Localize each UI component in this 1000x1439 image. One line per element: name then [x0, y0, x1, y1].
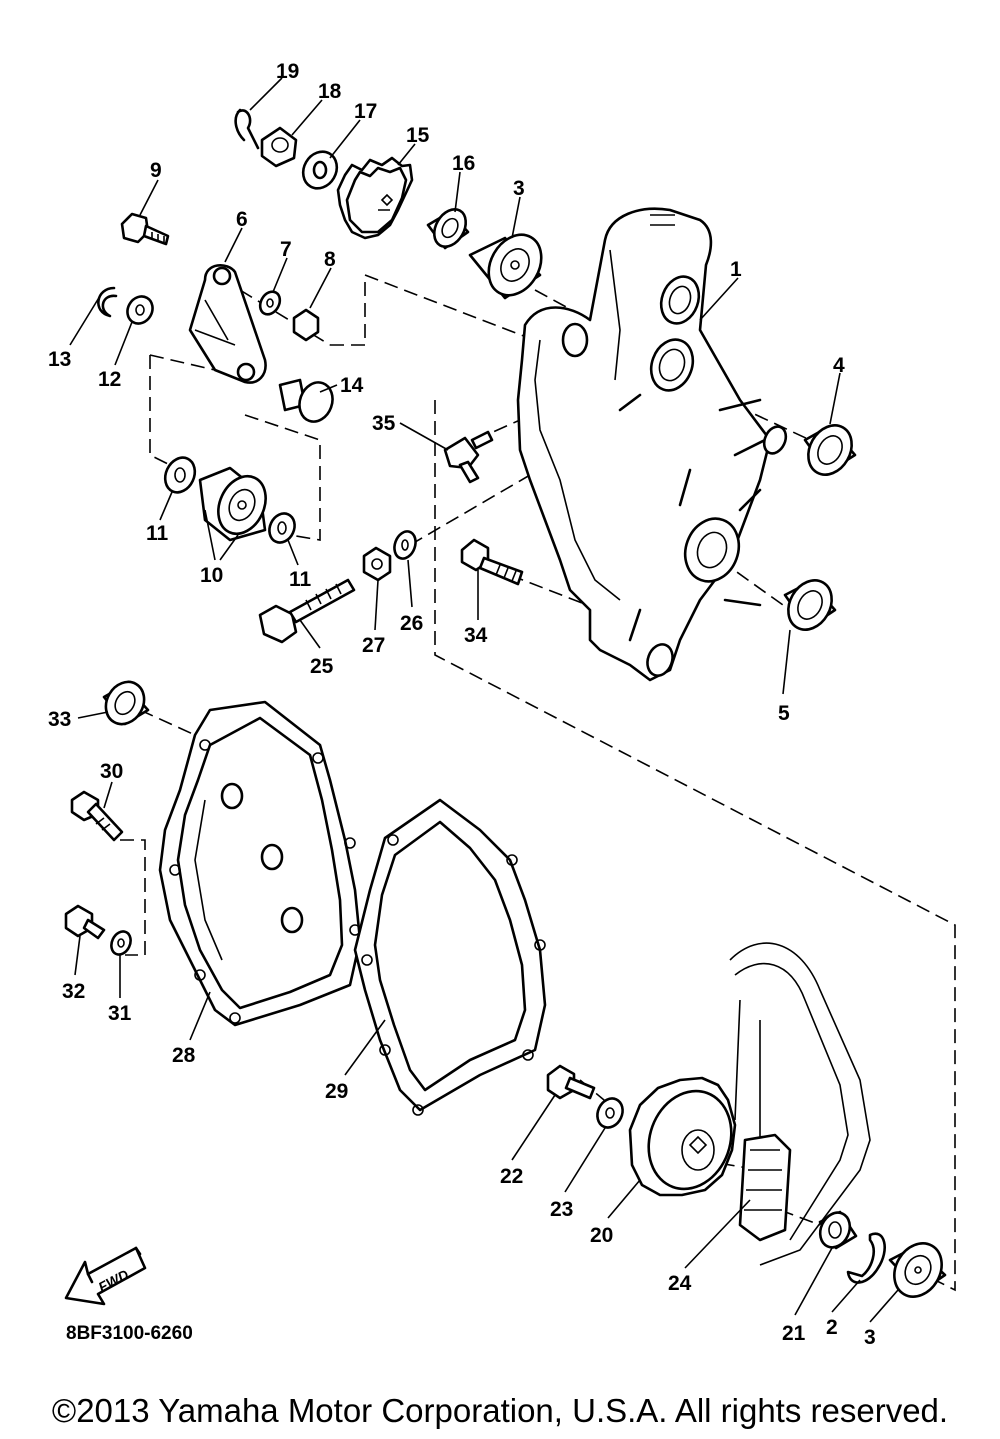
washer: [596, 1097, 624, 1129]
callout-2: 2: [826, 1316, 838, 1339]
flange-bolt: [546, 1064, 596, 1100]
flange-bolt: [120, 212, 170, 246]
washer: [126, 295, 154, 325]
callout-26: 26: [400, 612, 423, 635]
circlip: [846, 1232, 886, 1284]
callout-22: 22: [500, 1165, 523, 1188]
callout-27: 27: [362, 634, 385, 657]
callout-3-top: 3: [513, 177, 525, 200]
callout-8: 8: [324, 248, 336, 271]
washer: [110, 930, 132, 956]
callout-30: 30: [100, 760, 123, 783]
oil-seal: [803, 424, 857, 476]
chain-case-cover: [158, 700, 362, 1027]
flange-bolt: [460, 538, 524, 586]
bearing: [888, 1242, 947, 1298]
pivot-pin: [278, 378, 334, 423]
drive-chain: [729, 942, 871, 1266]
flange-bolt: [70, 790, 124, 842]
callout-10: 10: [200, 564, 223, 587]
washer: [268, 512, 296, 544]
callout-21: 21: [782, 1322, 806, 1345]
washer: [393, 530, 417, 560]
diagram-code: 8BF3100-6260: [66, 1323, 193, 1344]
callout-14: 14: [340, 374, 364, 397]
oil-seal: [783, 579, 837, 631]
tensioner-bracket: [188, 264, 267, 384]
tensioner-roller: [198, 466, 267, 542]
callout-28: 28: [172, 1044, 196, 1067]
circlip: [97, 286, 118, 318]
chain-link-segment: [738, 1133, 792, 1242]
callout-29: 29: [325, 1080, 348, 1103]
washer: [301, 150, 339, 190]
callout-23: 23: [550, 1198, 573, 1221]
callout-3-bottom: 3: [864, 1326, 876, 1349]
callout-16: 16: [452, 152, 475, 175]
grease-nipple: [443, 430, 494, 484]
callout-31: 31: [108, 1002, 132, 1025]
collar: [818, 1210, 858, 1250]
callout-35: 35: [372, 412, 396, 435]
callout-19: 19: [276, 60, 299, 83]
cotter-pin: [234, 108, 260, 150]
chain-case-housing: [516, 207, 788, 682]
callout-17: 17: [354, 100, 377, 123]
nut: [292, 308, 320, 342]
sprocket: [336, 156, 414, 240]
callout-labels: 19 18 17 15 16 3 1 4 5 9 6 7 8 13 12 14 …: [48, 60, 876, 1349]
callout-13: 13: [48, 348, 71, 371]
callout-4: 4: [833, 354, 845, 377]
washer: [258, 290, 282, 316]
drive-sprocket: [628, 1076, 737, 1197]
callout-11-right: 11: [289, 568, 312, 591]
callout-1: 1: [730, 258, 742, 281]
copyright-notice: ©2013 Yamaha Motor Corporation, U.S.A. A…: [51, 1392, 949, 1429]
callout-7: 7: [280, 238, 292, 261]
nut: [362, 546, 392, 582]
gasket: [353, 798, 547, 1116]
hex-bolt: [258, 578, 356, 644]
callout-6: 6: [236, 208, 248, 231]
callout-32: 32: [62, 980, 85, 1003]
oil-seal: [102, 680, 150, 726]
washer: [163, 456, 197, 494]
callout-12: 12: [98, 368, 121, 391]
nut: [260, 126, 298, 168]
callout-11-left: 11: [146, 522, 169, 545]
flange-bolt: [64, 904, 106, 940]
collar: [426, 208, 470, 250]
callout-25: 25: [310, 655, 334, 678]
callout-15: 15: [406, 124, 430, 147]
callout-9: 9: [150, 159, 162, 182]
callout-33: 33: [48, 708, 71, 731]
callout-24: 24: [668, 1272, 692, 1295]
callout-18: 18: [318, 80, 342, 103]
forward-arrow-icon: FWD: [64, 1246, 147, 1306]
callout-34: 34: [464, 624, 488, 647]
leader-lines: [69, 77, 899, 1323]
callout-5: 5: [778, 702, 790, 725]
bearing: [468, 233, 543, 300]
callout-20: 20: [590, 1224, 613, 1247]
